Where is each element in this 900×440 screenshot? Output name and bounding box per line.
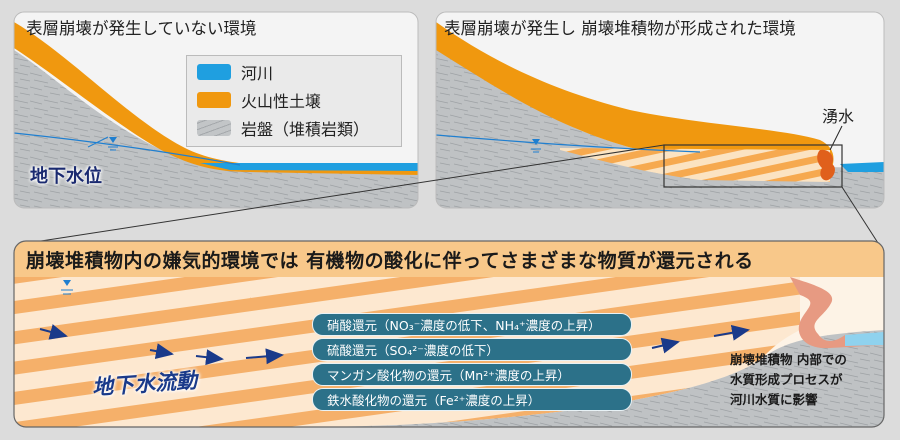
banner-text: 崩壊堆積物内の嫌気的環境では 有機物の酸化に伴ってさまざまな物質が還元される	[26, 249, 754, 272]
left-soil	[14, 22, 418, 175]
legend-label-river: 河川	[241, 64, 274, 83]
flow-arrows	[39, 324, 750, 366]
legend-swatch-soil	[197, 92, 231, 108]
right-river	[840, 162, 884, 172]
zoom-connector-left	[27, 144, 665, 244]
left-groundwater-marker	[109, 137, 117, 143]
bottom-spring-blob	[790, 277, 884, 349]
process-manganese-reduction: マンガン酸化物の還元（Mn²⁺濃度の上昇）	[312, 363, 632, 386]
right-panel-frame	[435, 11, 885, 209]
legend-item-river: 河川	[197, 61, 273, 83]
zoom-box	[663, 144, 843, 188]
legend-swatch-rock	[197, 120, 231, 136]
note-line-2: 水質形成プロセスが	[730, 372, 843, 387]
left-panel-title: 表層崩壊が発生していない環境	[26, 19, 257, 38]
process-iron-reduction: 鉄水酸化物の還元（Fe²⁺濃度の上昇）	[312, 388, 632, 411]
legend-item-soil: 火山性土壌	[197, 89, 321, 111]
legend-label-soil: 火山性土壌	[241, 92, 322, 111]
right-panel	[436, 12, 884, 208]
bottom-groundwater-marker	[63, 280, 71, 286]
groundwater-leader	[87, 136, 109, 148]
spring-label: 湧水	[822, 107, 855, 126]
right-groundwater-line	[436, 134, 701, 153]
groundwater-level-label: 地下水位	[30, 166, 102, 187]
right-panel-title: 表層崩壊が発生し 崩壊堆積物が形成された環境	[444, 19, 796, 38]
legend-label-rock: 岩盤（堆積岩類）	[241, 120, 370, 139]
process-sulfate-reduction: 硫酸還元（SO₄²⁻濃度の低下）	[312, 338, 632, 361]
spring-leader	[829, 125, 843, 151]
river-quality-note: 崩壊堆積物 内部での 水質形成プロセスが 河川水質に影響	[730, 350, 880, 410]
left-groundwater-line	[14, 132, 241, 166]
legend: 河川 火山性土壌 岩盤（堆積岩類）	[186, 55, 402, 147]
left-river	[200, 163, 418, 171]
left-panel-frame	[13, 11, 419, 209]
right-groundwater-marker	[532, 139, 540, 145]
bottom-river	[845, 332, 884, 346]
banner: 崩壊堆積物内の嫌気的環境では 有機物の酸化に伴ってさまざまな物質が還元される	[14, 241, 884, 277]
note-line-3: 河川水質に影響	[730, 392, 818, 407]
process-nitrate-reduction: 硝酸還元（NO₃⁻濃度の低下、NH₄⁺濃度の上昇）	[312, 313, 632, 336]
right-soil	[436, 22, 834, 168]
bottom-panel-frame	[13, 240, 885, 428]
legend-item-rock: 岩盤（堆積岩類）	[197, 117, 369, 139]
zoom-connector-right	[841, 186, 879, 244]
legend-swatch-river	[197, 64, 231, 80]
right-spring-blob	[817, 149, 835, 181]
right-deposit	[560, 148, 830, 182]
note-line-1: 崩壊堆積物 内部での	[730, 352, 847, 367]
bottom-rock	[300, 330, 884, 427]
